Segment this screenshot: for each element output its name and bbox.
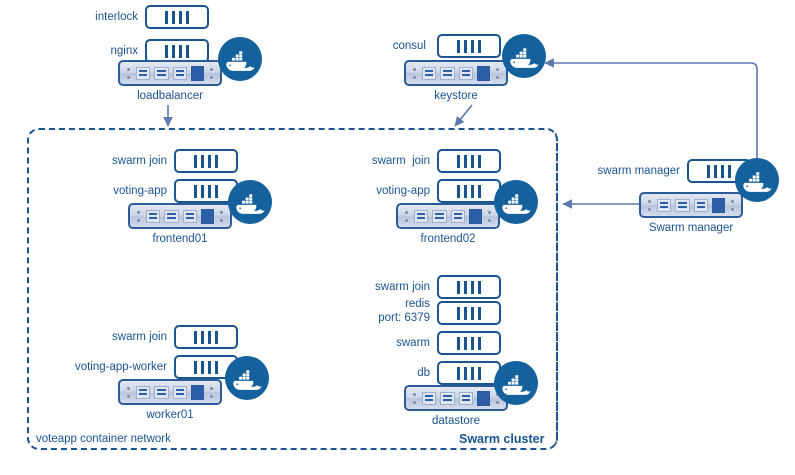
docker-whale-icon xyxy=(502,34,546,78)
rack-slot xyxy=(422,391,437,405)
container-box-db-datastore[interactable] xyxy=(437,361,501,385)
node-frontend02[interactable]: frontend02 xyxy=(396,203,500,245)
container-label-voting-app-worker-worker01: voting-app-worker xyxy=(74,361,167,373)
server-rack-datastore xyxy=(404,385,508,411)
container-box-redis-datastore[interactable] xyxy=(437,301,501,325)
rack-slot xyxy=(172,385,187,399)
container-label-redis-datastore: redis port: 6379 xyxy=(378,298,430,324)
rack-power-unit xyxy=(476,65,490,81)
rack-ear-left xyxy=(646,194,653,216)
container-label-nginx: nginx xyxy=(110,45,139,57)
rack-slot xyxy=(182,209,197,223)
server-rack-keystore xyxy=(404,60,508,86)
rack-slot xyxy=(693,198,708,212)
container-box-consul[interactable] xyxy=(437,34,501,58)
node-name-swarm-manager: Swarm manager xyxy=(648,222,734,234)
rack-slot xyxy=(440,391,455,405)
rack-ear-left xyxy=(135,205,142,227)
container-box-swarm-join-worker01[interactable] xyxy=(174,325,238,349)
node-worker01[interactable]: worker01 xyxy=(118,379,222,421)
rack-ear-left xyxy=(411,62,418,84)
rack-slot xyxy=(440,66,455,80)
container-box-voting-app-frontend01[interactable] xyxy=(174,179,238,203)
container-label-db-datastore: db xyxy=(417,367,430,379)
rack-slot xyxy=(136,66,151,80)
rack-slot xyxy=(154,66,169,80)
container-label-voting-app-frontend01: voting-app xyxy=(113,185,167,197)
server-rack-swarm-manager xyxy=(639,192,743,218)
group-swarm-cluster xyxy=(316,128,558,450)
rack-ear-right xyxy=(208,381,215,403)
node-loadbalancer[interactable]: loadbalancer xyxy=(118,60,222,102)
rack-slot xyxy=(675,198,690,212)
node-frontend01[interactable]: frontend01 xyxy=(128,203,232,245)
rack-slot xyxy=(136,385,151,399)
container-box-nginx[interactable] xyxy=(145,39,209,63)
rack-ear-left xyxy=(411,387,418,409)
rack-slot xyxy=(414,209,429,223)
rack-power-unit xyxy=(468,208,482,224)
rack-slot xyxy=(432,209,447,223)
node-name-keystore: keystore xyxy=(434,90,478,102)
rack-slot xyxy=(422,66,437,80)
rack-ear-right xyxy=(218,205,225,227)
docker-whale-icon xyxy=(228,180,272,224)
docker-whale-icon xyxy=(494,180,538,224)
container-label-swarm-manager: swarm manager xyxy=(597,165,680,177)
container-box-voting-app-frontend02[interactable] xyxy=(437,179,501,203)
docker-whale-icon xyxy=(225,356,269,400)
container-label-voting-app-frontend02: voting-app xyxy=(376,185,430,197)
container-label-swarm-join-worker01: swarm join xyxy=(112,331,167,343)
docker-whale-icon xyxy=(735,158,779,202)
container-label-swarm-join-datastore: swarm join xyxy=(375,281,430,293)
rack-power-unit xyxy=(711,197,725,213)
server-rack-loadbalancer xyxy=(118,60,222,86)
group-label-swarm-cluster: Swarm cluster xyxy=(459,432,545,446)
server-rack-frontend01 xyxy=(128,203,232,229)
rack-ear-left xyxy=(125,62,132,84)
group-label-voteapp-container-network: voteapp container network xyxy=(36,433,171,445)
node-datastore[interactable]: datastore xyxy=(404,385,508,427)
container-label-interlock: interlock xyxy=(95,11,138,23)
server-rack-frontend02 xyxy=(396,203,500,229)
rack-slot xyxy=(458,66,473,80)
rack-slot xyxy=(154,385,169,399)
rack-ear-right xyxy=(208,62,215,84)
container-label-swarm-join-frontend01: swarm join xyxy=(112,155,167,167)
rack-power-unit xyxy=(190,65,204,81)
rack-power-unit xyxy=(476,390,490,406)
rack-slot xyxy=(450,209,465,223)
node-name-frontend01: frontend01 xyxy=(152,233,208,245)
rack-power-unit xyxy=(190,384,204,400)
rack-ear-right xyxy=(494,62,501,84)
container-label-swarm-join-frontend02: swarm join xyxy=(371,155,430,167)
rack-slot xyxy=(164,209,179,223)
server-rack-worker01 xyxy=(118,379,222,405)
container-box-swarm-join-datastore[interactable] xyxy=(437,275,501,299)
node-keystore[interactable]: keystore xyxy=(404,60,508,102)
node-name-loadbalancer: loadbalancer xyxy=(137,90,203,102)
rack-power-unit xyxy=(200,208,214,224)
rack-slot xyxy=(172,66,187,80)
rack-ear-left xyxy=(403,205,410,227)
container-box-interlock[interactable] xyxy=(145,5,209,29)
rack-slot xyxy=(458,391,473,405)
container-box-swarm-datastore[interactable] xyxy=(437,331,501,355)
rack-slot xyxy=(657,198,672,212)
container-label-swarm-datastore: swarm xyxy=(396,337,430,349)
docker-whale-icon xyxy=(494,361,538,405)
container-box-swarm-join-frontend01[interactable] xyxy=(174,149,238,173)
rack-ear-right xyxy=(729,194,736,216)
node-name-datastore: datastore xyxy=(432,415,480,427)
container-label-consul: consul xyxy=(392,40,426,52)
node-name-frontend02: frontend02 xyxy=(420,233,476,245)
docker-whale-icon xyxy=(218,37,262,81)
connector-keystore-to-cluster xyxy=(454,104,473,127)
container-box-swarm-join-frontend02[interactable] xyxy=(437,149,501,173)
node-name-worker01: worker01 xyxy=(146,409,194,421)
node-swarm-manager[interactable]: Swarm manager xyxy=(639,192,743,234)
rack-ear-left xyxy=(125,381,132,403)
rack-ear-right xyxy=(486,205,493,227)
rack-slot xyxy=(146,209,161,223)
